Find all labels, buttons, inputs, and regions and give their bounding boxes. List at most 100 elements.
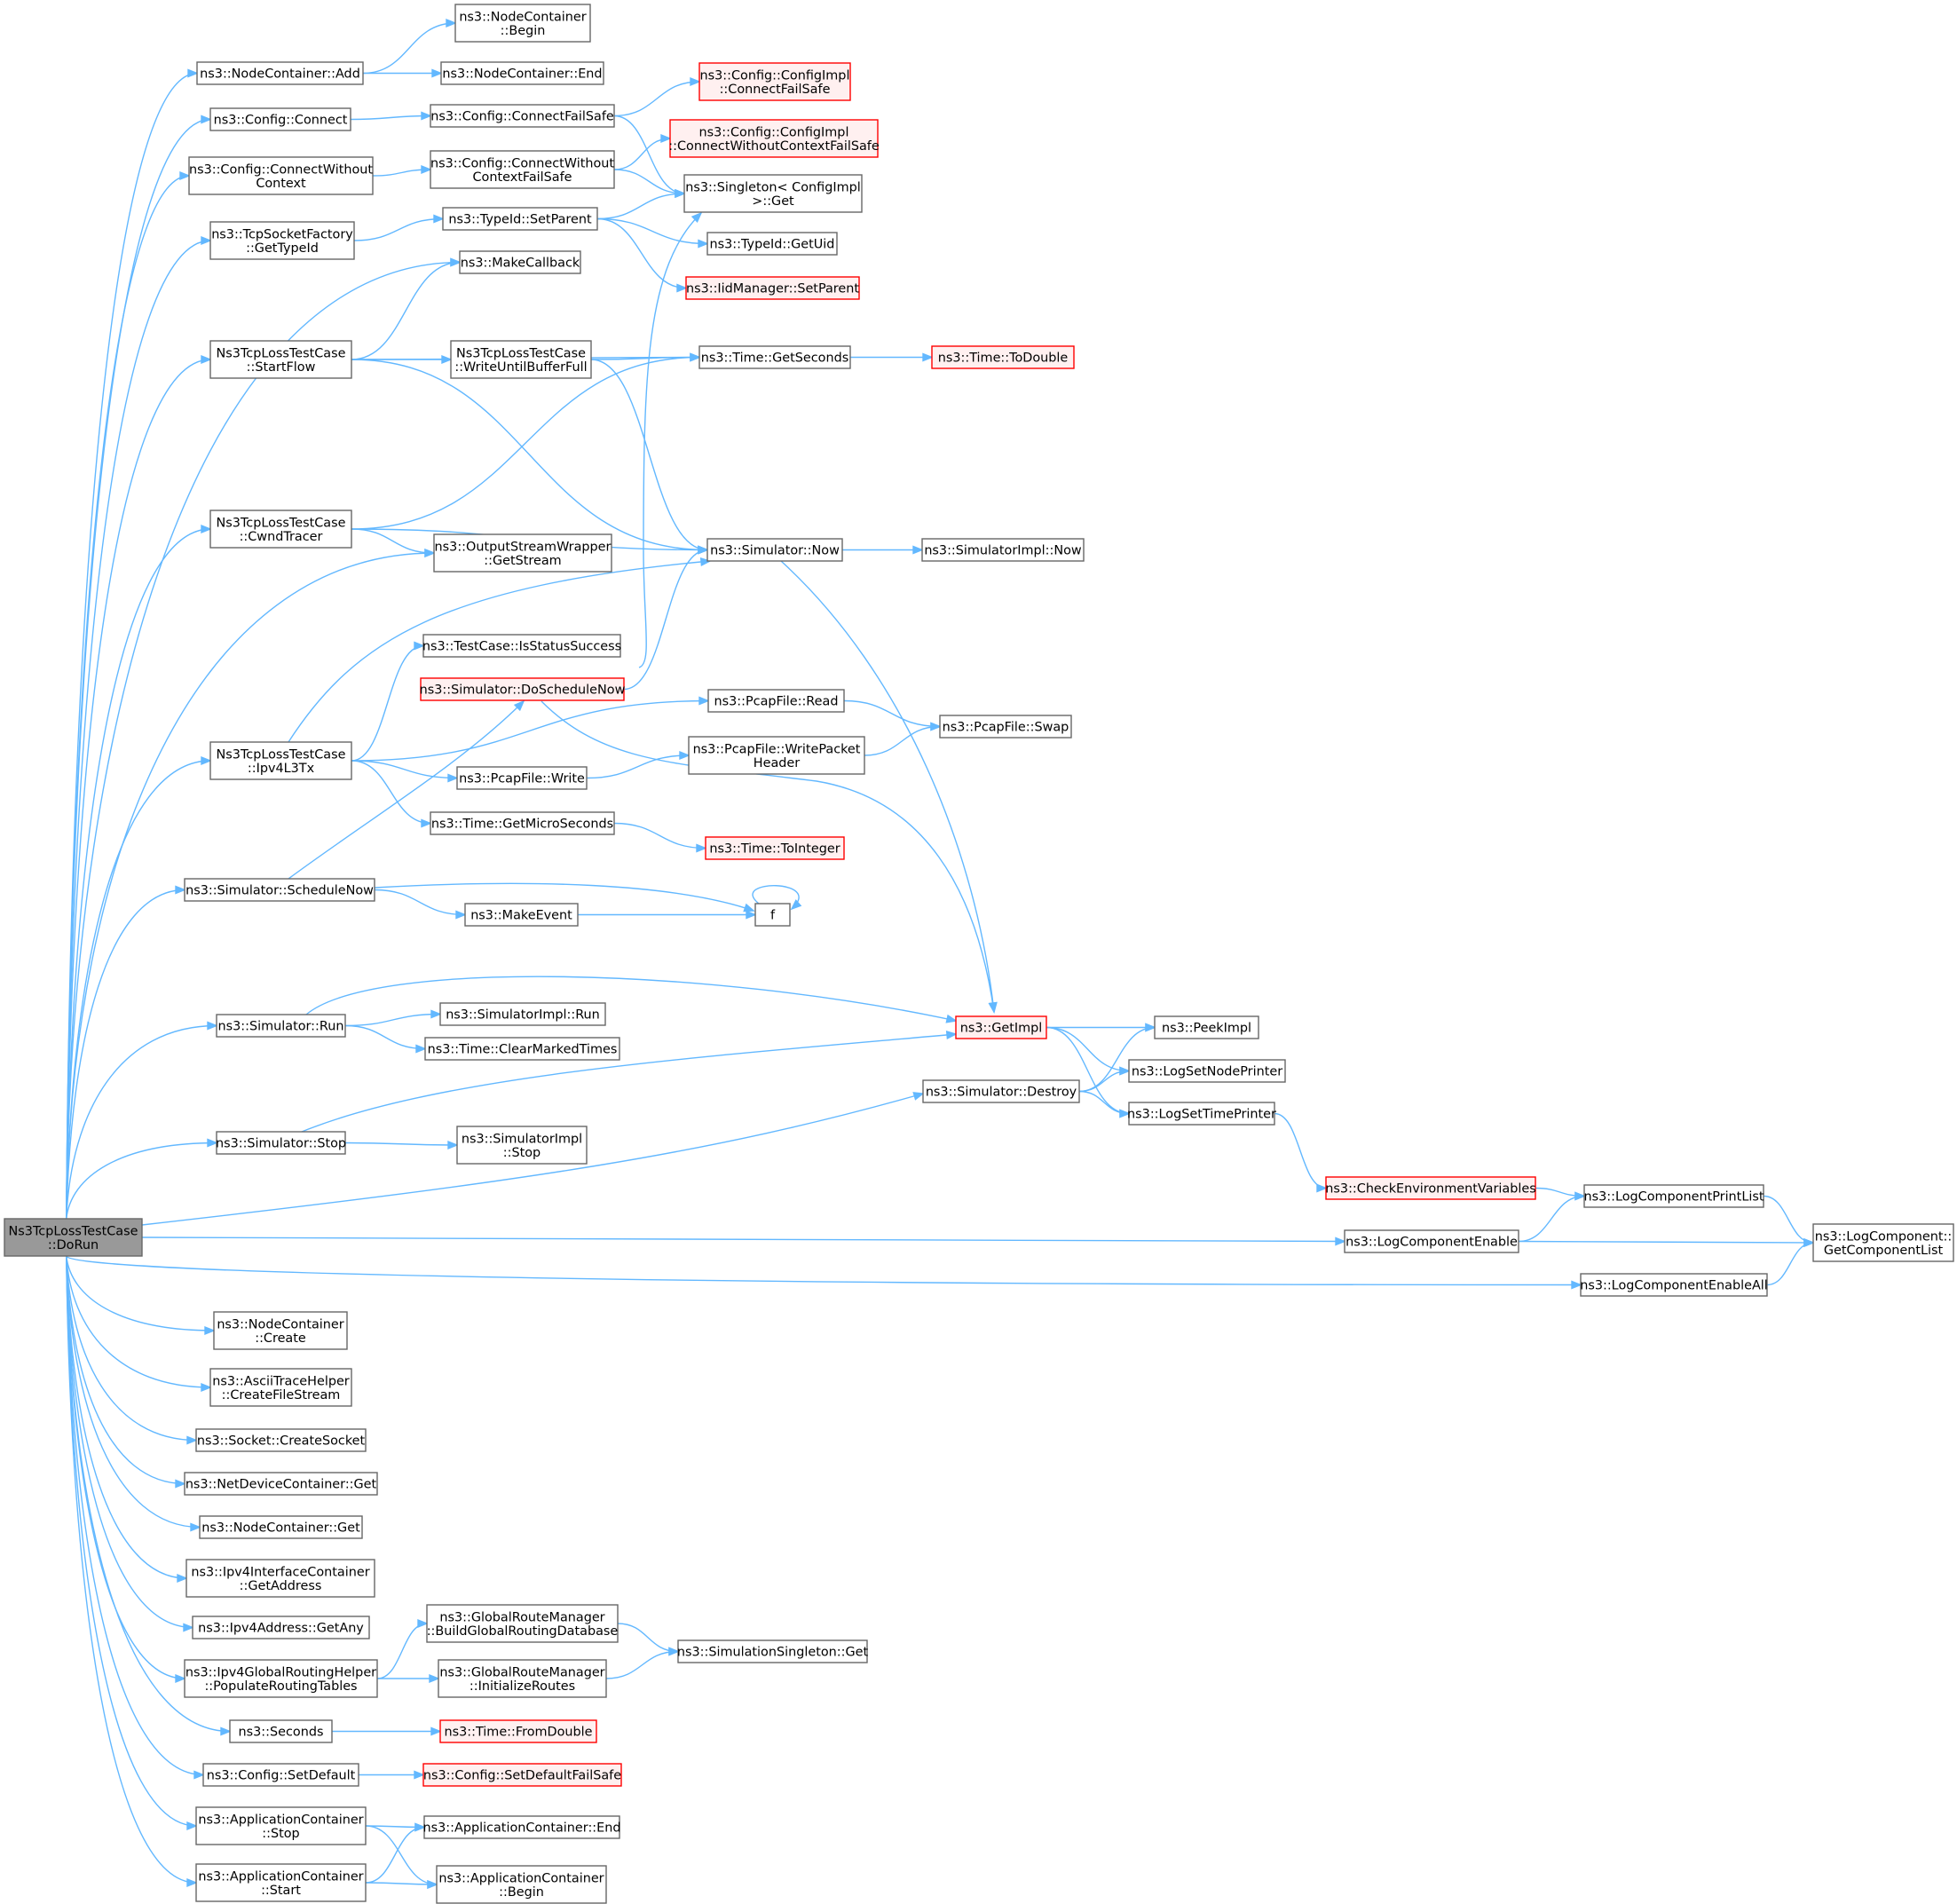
edge-line [288,560,711,743]
node-ns3-simulatorimpl-stop[interactable]: ns3::SimulatorImpl::Stop [456,1126,588,1165]
node-ns3-config-connectwithoutcontext[interactable]: ns3::Config::ConnectWithoutContext [188,156,374,195]
node-ns3-logsetnodeprinter[interactable]: ns3::LogSetNodePrinter [1128,1059,1286,1083]
node-ns3-applicationcontainer-end[interactable]: ns3::ApplicationContainer::End [423,1815,621,1839]
node-ns3-seconds[interactable]: ns3::Seconds [229,1719,333,1743]
node-ns3-makecallback[interactable]: ns3::MakeCallback [459,250,581,274]
node-ns3-tcpsocketfactory-gettypeid[interactable]: ns3::TcpSocketFactory::GetTypeId [209,221,355,260]
node-ns3-simulationsingleton-get[interactable]: ns3::SimulationSingleton::Get [677,1639,869,1663]
node-ns3-applicationcontainer-start[interactable]: ns3::ApplicationContainer::Start [195,1863,367,1902]
edge-arrowhead [175,885,186,895]
call-edge [1518,1191,1586,1243]
call-edge [362,18,457,75]
node-label: ns3::LogComponent:: [1815,1229,1952,1244]
node-ns3-testcase-isstatussuccess[interactable]: ns3::TestCase::IsStatusSuccess [422,634,621,658]
node-ns3-simulator-run[interactable]: ns3::Simulator::Run [216,1014,346,1038]
call-edge [141,1092,925,1226]
call-edge [613,133,672,170]
call-edge [1078,1023,1156,1093]
node-ns3-logcomponentenable[interactable]: ns3::LogComponentEnable [1344,1229,1519,1253]
node-label: ns3::ApplicationContainer [198,1869,363,1884]
edge-arrowhead [427,1879,438,1890]
call-edge [66,1255,198,1445]
node-ns3-logcomponentprintlist[interactable]: ns3::LogComponentPrintList [1583,1184,1764,1208]
node-ns3-time-fromdouble[interactable]: ns3::Time::FromDouble [439,1719,597,1743]
node-ns3-time-getmicroseconds[interactable]: ns3::Time::GetMicroSeconds [430,811,615,835]
node-ns3-time-clearmarkedtimes[interactable]: ns3::Time::ClearMarkedTimes [424,1037,620,1061]
node-ns3-asciitracehelper-createfilestream[interactable]: ns3::AsciiTraceHelper::CreateFileStream [209,1368,352,1407]
node-ns3-nodecontainer-get[interactable]: ns3::NodeContainer::Get [199,1515,363,1539]
node-ns3-simulator-schedulenow[interactable]: ns3::Simulator::ScheduleNow [184,878,375,902]
node-ns3-config-connectfailsafe[interactable]: ns3::Config::ConnectFailSafe [430,104,615,128]
node-ns3-peekimpl[interactable]: ns3::PeekImpl [1154,1015,1259,1039]
node-ns3tcplosstestcase-startflow[interactable]: Ns3TcpLossTestCase::StartFlow [209,340,352,379]
node-ns3-socket-createsocket[interactable]: ns3::Socket::CreateSocket [195,1428,367,1452]
node-ns3tcplosstestcase-ipv4l3tx[interactable]: Ns3TcpLossTestCase::Ipv4L3Tx [209,741,352,780]
edge-arrowhead [207,1021,218,1031]
node-ns3-time-tointeger[interactable]: ns3::Time::ToInteger [705,836,845,860]
node-ns3-typeid-setparent[interactable]: ns3::TypeId::SetParent [442,207,598,231]
node-box [677,1639,868,1663]
node-ns3-iidmanager-setparent[interactable]: ns3::IidManager::SetParent [685,276,860,300]
node-ns3-time-todouble[interactable]: ns3::Time::ToDouble [931,345,1075,369]
edge-line [351,528,435,554]
node-ns3-logsettimeprinter[interactable]: ns3::LogSetTimePrinter [1127,1102,1276,1126]
call-edge [365,1822,426,1884]
node-ns3-applicationcontainer-stop[interactable]: ns3::ApplicationContainer::Stop [195,1806,367,1845]
call-edge [66,524,212,1220]
node-ns3-singleton-configimpl-get[interactable]: ns3::Singleton< ConfigImpl>::Get [683,174,863,213]
node-ns3tcplosstestcase-writeuntilbufferfull[interactable]: Ns3TcpLossTestCase::WriteUntilBufferFull [450,340,592,379]
node-ns3-config-connectwithoutcontextfailsafe[interactable]: ns3::Config::ConnectWithoutContextFailSa… [430,150,615,189]
call-edge [374,889,467,920]
edge-arrowhead [930,722,942,731]
call-edge [578,910,757,920]
node-ns3-simulator-stop[interactable]: ns3::Simulator::Stop [216,1131,346,1155]
node-ns3-nodecontainer-end[interactable]: ns3::NodeContainer::End [440,61,604,85]
node-ns3-simulator-now[interactable]: ns3::Simulator::Now [706,538,843,562]
node-ns3-pcapfile-swap[interactable]: ns3::PcapFile::Swap [939,715,1072,739]
node-ns3-pcapfile-write[interactable]: ns3::PcapFile::Write [456,766,588,790]
node-ns3-simulator-doschedulenow[interactable]: ns3::Simulator::DoScheduleNow [420,677,626,701]
node-ns3-nodecontainer-create[interactable]: ns3::NodeContainer::Create [213,1311,348,1350]
node-ns3-nodecontainer-add[interactable]: ns3::NodeContainer::Add [196,61,364,85]
node-ns3-config-connect[interactable]: ns3::Config::Connect [209,107,351,131]
call-edge [358,1770,425,1780]
node-ns3-logcomponent-getcomponentlist[interactable]: ns3::LogComponent::GetComponentList [1812,1223,1954,1262]
node-ns3-globalroutemanager-initializeroutes[interactable]: ns3::GlobalRouteManager::InitializeRoute… [438,1659,607,1698]
node-ns3-getimpl[interactable]: ns3::GetImpl [955,1015,1047,1039]
call-edge [351,641,425,762]
node-ns3-typeid-getuid[interactable]: ns3::TypeId::GetUid [706,232,838,256]
node-ns3-config-setdefault[interactable]: ns3::Config::SetDefault [202,1763,359,1787]
node-ns3-ipv4globalroutinghelper-populateroutingtables[interactable]: ns3::Ipv4GlobalRoutingHelper::PopulateRo… [184,1659,378,1698]
node-ns3-makeevent[interactable]: ns3::MakeEvent [464,903,579,927]
node-ns3-nodecontainer-begin[interactable]: ns3::NodeContainer::Begin [454,4,591,43]
node-ns3-globalroutemanager-buildglobalroutingdatabase[interactable]: ns3::GlobalRouteManager::BuildGlobalRout… [426,1604,619,1643]
node-ns3tcplosstestcase-dorun[interactable]: Ns3TcpLossTestCase::DoRun [4,1218,143,1257]
call-edge [376,1618,429,1679]
node-f[interactable]: f [754,903,791,927]
node-ns3-simulator-destroy[interactable]: ns3::Simulator::Destroy [922,1079,1080,1103]
node-ns3-config-setdefaultfailsafe[interactable]: ns3::Config::SetDefaultFailSafe [422,1763,622,1787]
node-ns3-ipv4address-getany[interactable]: ns3::Ipv4Address::GetAny [192,1616,370,1639]
node-ns3-time-getseconds[interactable]: ns3::Time::GetSeconds [698,345,851,369]
node-ns3-checkenvironmentvariables[interactable]: ns3::CheckEnvironmentVariables [1325,1176,1536,1200]
edge-line [843,699,941,728]
node-label: ns3::Ipv4GlobalRoutingHelper [185,1665,376,1679]
edge-arrowhead [668,1647,680,1656]
node-ns3-outputstreamwrapper-getstream[interactable]: ns3::OutputStreamWrapper::GetStream [433,533,612,573]
node-label: GetComponentList [1824,1244,1944,1258]
call-edge [66,1255,205,1780]
node-ns3-pcapfile-read[interactable]: ns3::PcapFile::Read [707,689,845,713]
node-ns3-config-configimpl-connectwithoutcontextfailsafe[interactable]: ns3::Config::ConfigImpl::ConnectWithoutC… [668,119,880,158]
call-edge [351,760,432,828]
call-edge [596,217,688,293]
edge-arrowhead [190,1522,201,1532]
node-ns3-netdevicecontainer-get[interactable]: ns3::NetDeviceContainer::Get [184,1472,378,1496]
node-ns3-applicationcontainer-begin[interactable]: ns3::ApplicationContainer::Begin [436,1865,607,1904]
node-ns3tcplosstestcase-cwndtracer[interactable]: Ns3TcpLossTestCase::CwndTracer [209,510,352,549]
node-ns3-simulatorimpl-run[interactable]: ns3::SimulatorImpl::Run [439,1002,606,1026]
node-ns3-config-configimpl-connectfailsafe[interactable]: ns3::Config::ConfigImpl::ConnectFailSafe [698,62,851,101]
node-ns3-ipv4interfacecontainer-getaddress[interactable]: ns3::Ipv4InterfaceContainer::GetAddress [185,1559,375,1598]
node-ns3-simulatorimpl-now[interactable]: ns3::SimulatorImpl::Now [921,538,1085,562]
node-ns3-logcomponentenableall[interactable]: ns3::LogComponentEnableAll [1580,1273,1768,1297]
